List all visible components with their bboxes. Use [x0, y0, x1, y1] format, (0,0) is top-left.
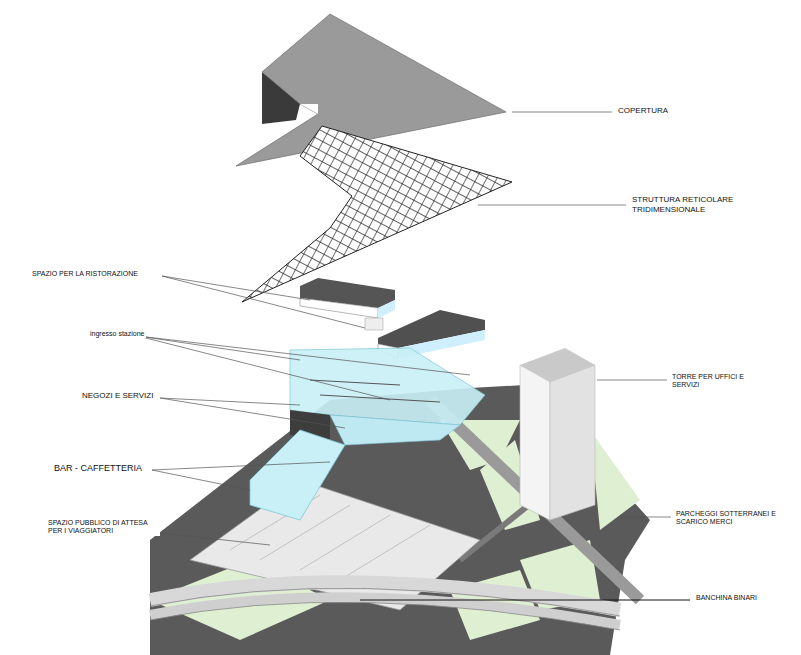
station-volume — [250, 348, 485, 520]
callout-label: SPAZIO PUBBLICO DI ATTESA PER I VIAGGIAT… — [46, 519, 160, 536]
callout-label: PARCHEGGI SOTTERRANEI E SCARICO MERCI — [674, 510, 778, 527]
leader-lines — [132, 112, 690, 600]
callout-label: BAR - CAFFETTERIA — [52, 463, 144, 474]
restaurant-blocks — [300, 278, 485, 358]
callout-label: TORRE PER UFFICI E SERVIZI — [670, 373, 754, 390]
callout-label: ingresso stazione — [88, 330, 146, 338]
callout-label: STRUTTURA RETICOLARE TRIDIMENSIONALE — [630, 195, 754, 214]
railway-tracks — [150, 582, 620, 630]
callout-label: COPERTURA — [616, 106, 670, 116]
callout-label: SPAZIO PER LA RISTORAZIONE — [30, 270, 140, 278]
callout-label: NEGOZI E SERVIZI — [80, 391, 155, 401]
space-frame — [242, 126, 512, 302]
office-tower — [520, 348, 595, 520]
callout-label: BANCHINA BINARI — [694, 594, 759, 602]
